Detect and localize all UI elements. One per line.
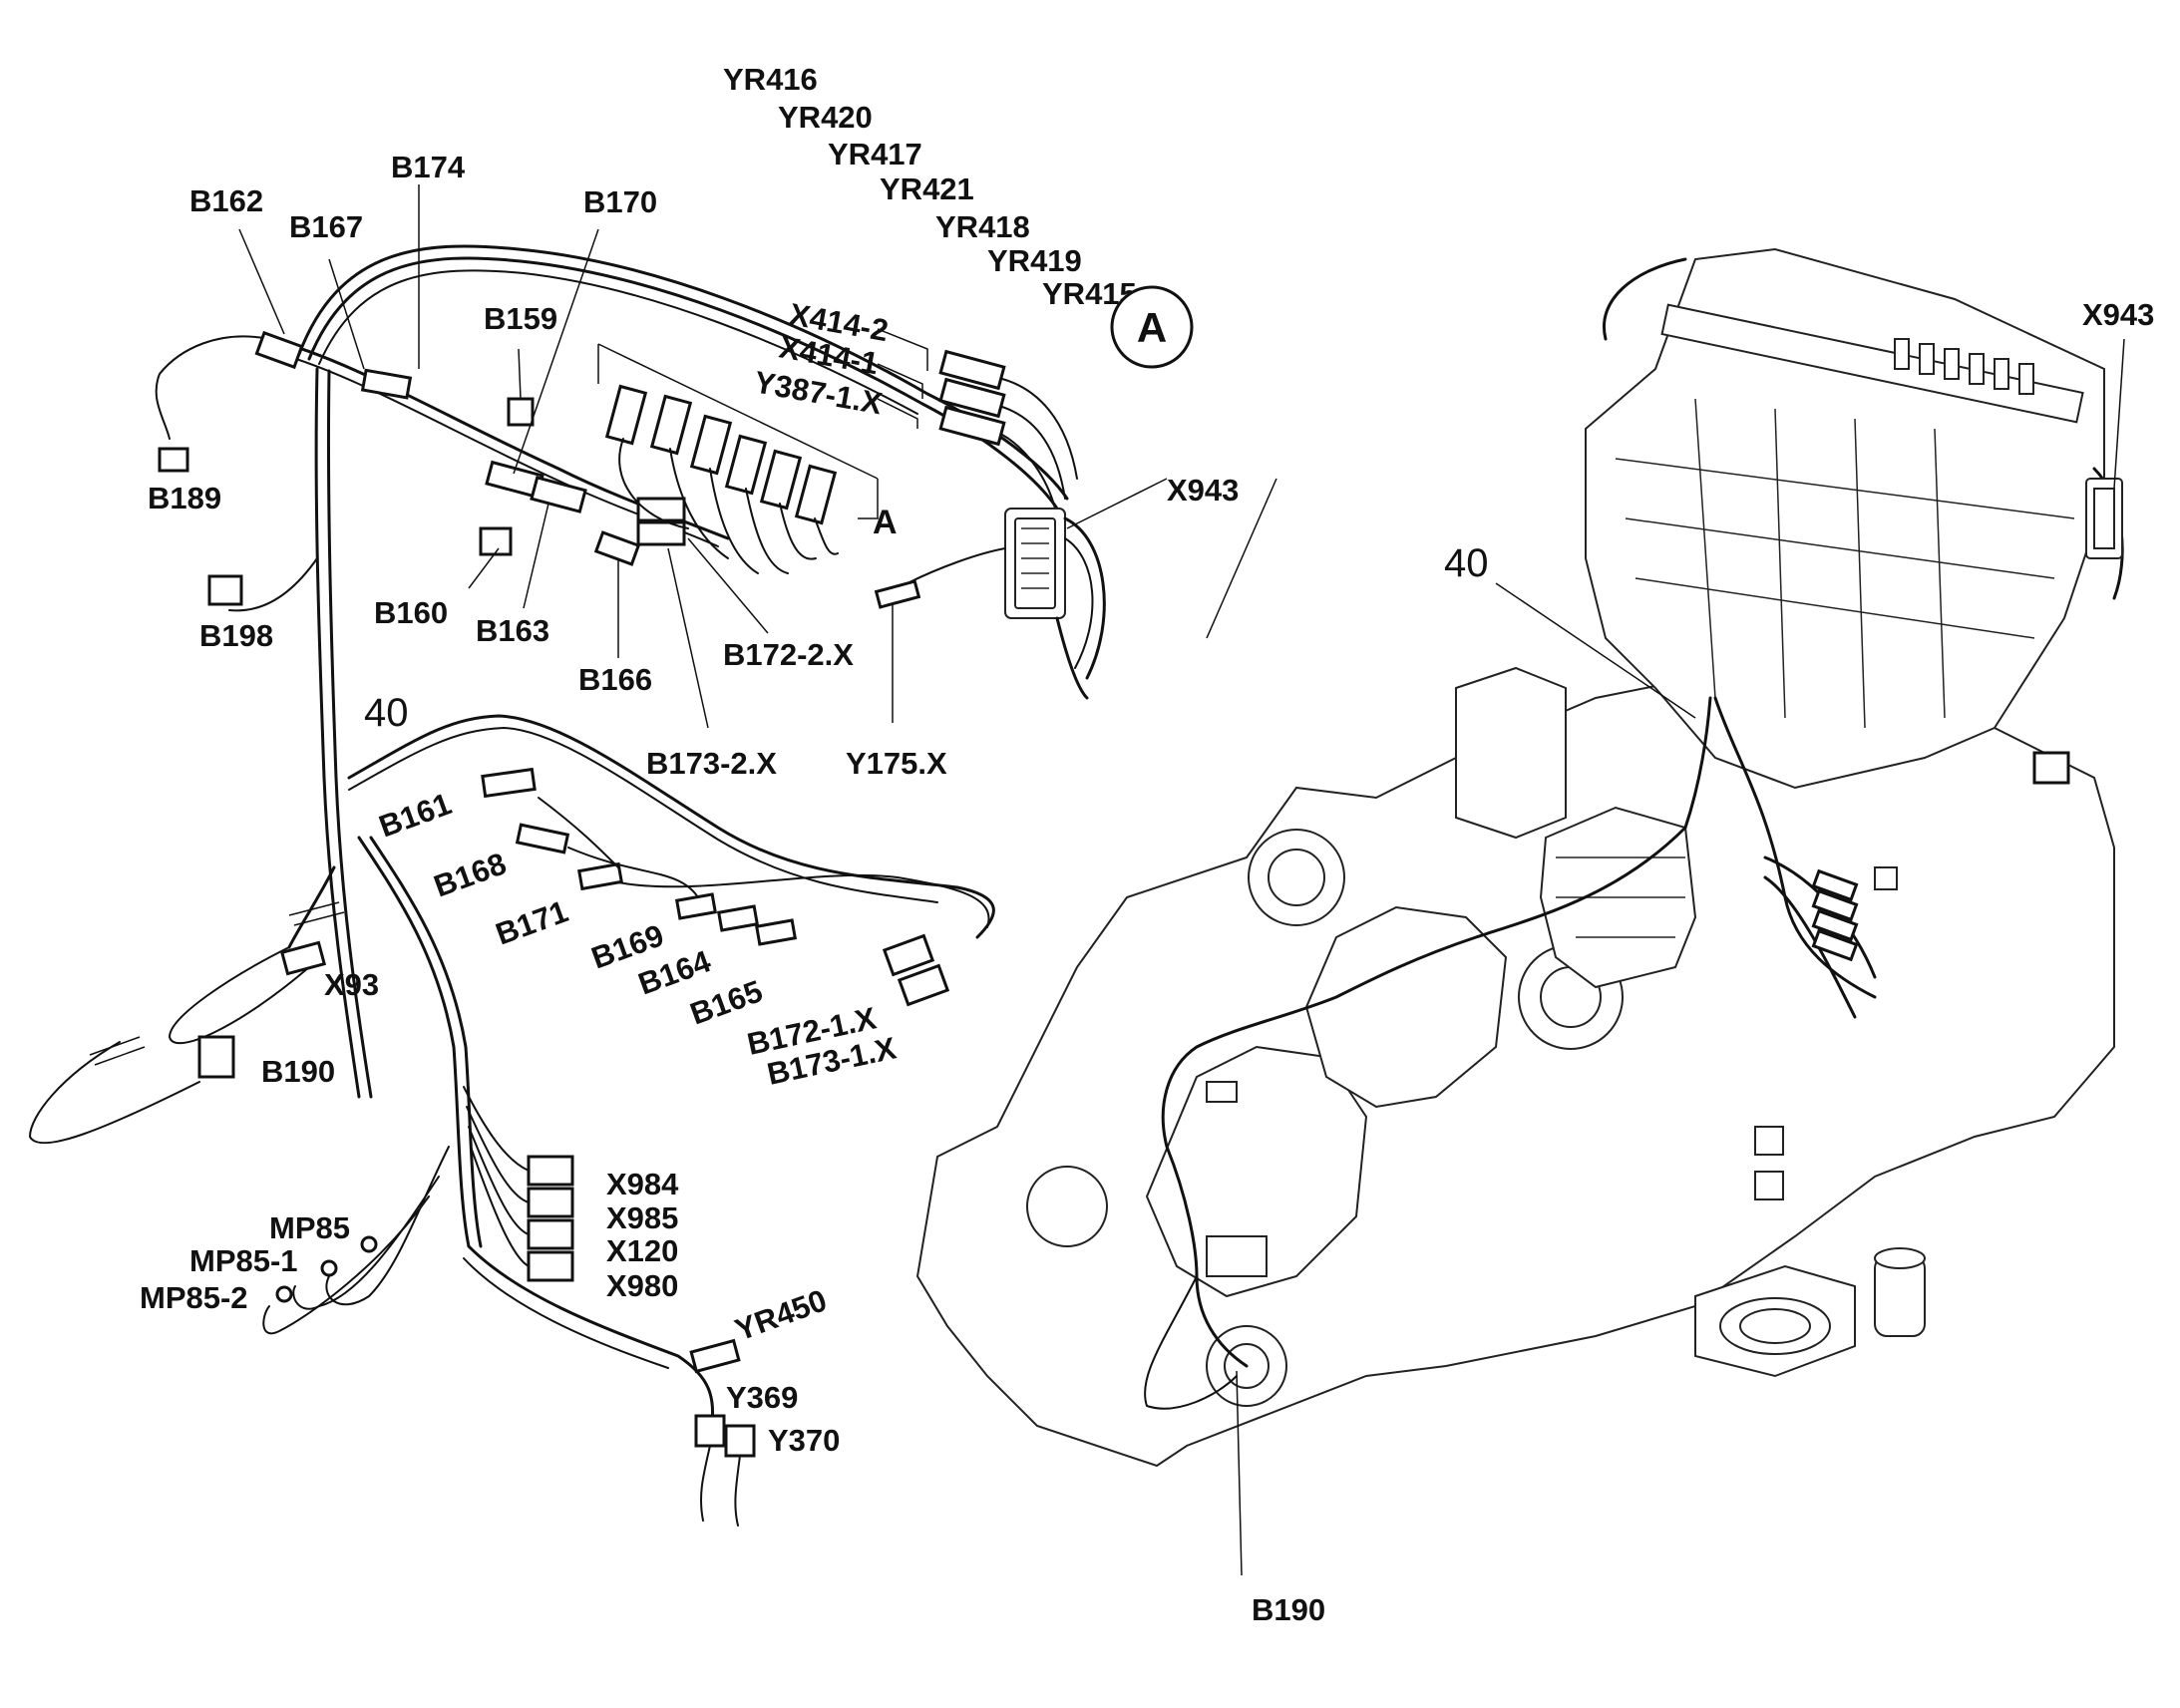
label-b162: B162 xyxy=(189,183,263,218)
connector-b172-1x xyxy=(882,933,935,977)
connector-b189 xyxy=(158,447,189,473)
right-leader-lines xyxy=(1236,338,2125,1576)
terminal-mp85-1 xyxy=(320,1259,338,1277)
label-a-plain: A xyxy=(873,504,898,541)
label-40-right: 40 xyxy=(1444,541,1489,585)
label-yr421: YR421 xyxy=(880,171,974,206)
label-b170: B170 xyxy=(583,184,657,219)
left-harness-drawing xyxy=(29,244,1106,1527)
label-mp85: MP85 xyxy=(269,1210,350,1245)
connector-b174 xyxy=(360,368,413,400)
label-x980: X980 xyxy=(606,1268,678,1303)
label-yr417: YR417 xyxy=(828,137,922,171)
label-a-circle: A xyxy=(1137,304,1167,351)
terminal-mp85 xyxy=(360,1235,378,1253)
label-yr416: YR416 xyxy=(723,62,818,97)
label-b160: B160 xyxy=(374,595,448,630)
label-40-left: 40 xyxy=(364,691,409,735)
label-b167: B167 xyxy=(289,209,363,244)
callout-circle-a xyxy=(1110,285,1194,369)
label-mp85-2: MP85-2 xyxy=(140,1280,248,1315)
label-b159: B159 xyxy=(484,301,557,336)
label-b172-2x: B172-2.X xyxy=(723,637,854,672)
connector-b169 xyxy=(674,892,718,920)
machine-frame-drawing xyxy=(915,247,2124,1468)
connector-group-x984 xyxy=(463,1086,574,1282)
connector-b173-2x xyxy=(636,520,686,546)
label-b190-right: B190 xyxy=(1252,1592,1325,1627)
connector-y175x xyxy=(874,579,921,609)
label-b173-2x: B173-2.X xyxy=(646,746,777,781)
connector-b166 xyxy=(593,530,641,566)
label-yr420: YR420 xyxy=(778,100,873,135)
label-y175x: Y175.X xyxy=(846,746,947,781)
label-y370: Y370 xyxy=(768,1423,840,1458)
label-x943-right: X943 xyxy=(2082,297,2154,332)
right-connector-y175 xyxy=(2032,751,2070,785)
label-yr418: YR418 xyxy=(935,209,1030,244)
label-yr450: YR450 xyxy=(730,1282,831,1347)
terminal-mp85-2 xyxy=(275,1285,293,1303)
label-b198: B198 xyxy=(199,618,273,653)
label-x943-left: X943 xyxy=(1167,473,1239,508)
connector-b198 xyxy=(207,574,243,606)
connector-y370 xyxy=(724,1424,756,1458)
connector-y369 xyxy=(694,1414,726,1448)
label-mp85-1: MP85-1 xyxy=(189,1243,298,1278)
label-b190-left: B190 xyxy=(261,1054,335,1089)
connector-b173-1x xyxy=(897,963,950,1007)
connector-b161 xyxy=(481,767,537,799)
connector-b162 xyxy=(254,330,304,370)
connector-b190-left xyxy=(197,1035,235,1079)
left-leader-lines xyxy=(238,184,1277,729)
valve-stems xyxy=(1894,338,2034,395)
label-b174: B174 xyxy=(391,150,466,184)
label-x120: X120 xyxy=(606,1233,678,1268)
right-connector-bank xyxy=(1811,868,1859,962)
connector-b171 xyxy=(577,861,623,891)
label-b168: B168 xyxy=(429,846,511,903)
connector-x943-left xyxy=(1004,508,1106,700)
connector-b159 xyxy=(507,397,535,427)
label-y369: Y369 xyxy=(726,1380,798,1415)
label-b166: B166 xyxy=(578,662,652,697)
connector-x93 xyxy=(279,940,327,976)
connector-b163 xyxy=(530,476,587,513)
connector-yr450 xyxy=(689,1338,741,1374)
connector-x943-right xyxy=(2085,478,2123,559)
connector-x414 xyxy=(938,349,1078,510)
connector-b160 xyxy=(479,526,513,556)
label-b189: B189 xyxy=(148,481,221,515)
connector-b165 xyxy=(754,918,798,946)
label-yr419: YR419 xyxy=(987,243,1082,278)
label-b161: B161 xyxy=(374,786,456,844)
label-b163: B163 xyxy=(476,613,549,648)
label-b171: B171 xyxy=(491,893,572,951)
label-x984: X984 xyxy=(606,1167,679,1201)
label-x93: X93 xyxy=(324,967,379,1002)
connector-group-a xyxy=(604,384,839,574)
connector-b168 xyxy=(515,823,570,854)
connector-b164 xyxy=(716,904,760,932)
label-x985: X985 xyxy=(606,1200,678,1235)
